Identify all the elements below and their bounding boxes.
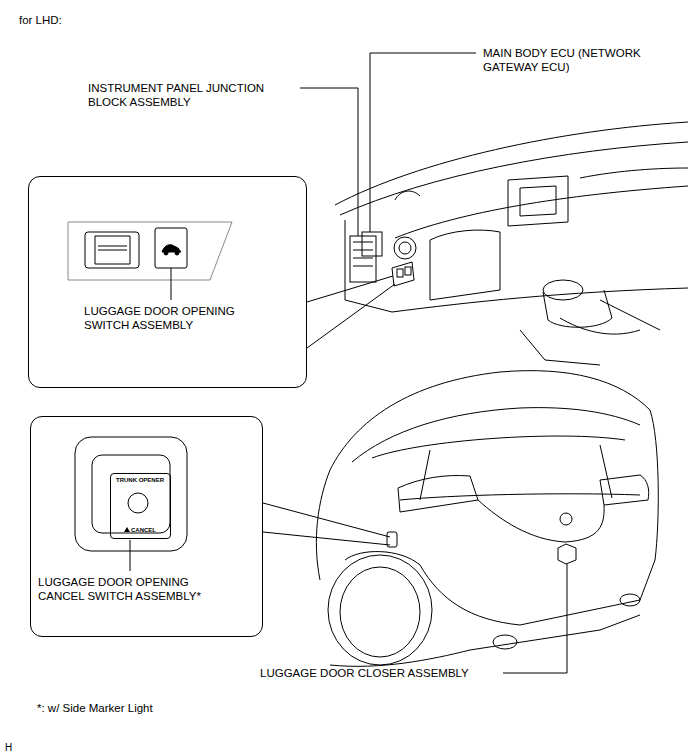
leader-line <box>370 53 476 232</box>
switch-icon <box>68 222 232 300</box>
leader-line <box>307 276 395 348</box>
dashboard-drawing <box>335 122 688 365</box>
note-text: for LHD: <box>19 13 62 27</box>
footnote: *: w/ Side Marker Light <box>37 701 153 715</box>
button-text: CANCEL <box>131 527 156 533</box>
figure-code: H <box>5 741 12 755</box>
part-label: LUGGAGE DOOR CLOSER ASSEMBLY <box>260 666 469 680</box>
inset-box: LUGGAGE DOOR OPENING CANCEL SWITCH ASSEM… <box>30 416 263 637</box>
cancel-switch-icon <box>75 437 187 571</box>
part-label: LUGGAGE DOOR OPENING SWITCH ASSEMBLY <box>84 304 269 332</box>
leader-line <box>300 88 358 236</box>
car-symbol <box>124 527 130 532</box>
part-label: MAIN BODY ECU (NETWORK GATEWAY ECU) <box>483 46 683 74</box>
button-text: TRUNK OPENER <box>113 477 167 484</box>
part-label: LUGGAGE DOOR OPENING CANCEL SWITCH ASSEM… <box>38 575 238 603</box>
part-label: INSTRUMENT PANEL JUNCTION BLOCK ASSEMBLY <box>88 81 303 109</box>
car-rear-drawing <box>316 371 658 673</box>
switch-button: TRUNK OPENER CANCEL <box>110 473 171 539</box>
leader-line <box>263 503 390 545</box>
button-text: CANCEL <box>113 527 167 534</box>
inset-box: LUGGAGE DOOR OPENING SWITCH ASSEMBLY <box>28 176 307 388</box>
